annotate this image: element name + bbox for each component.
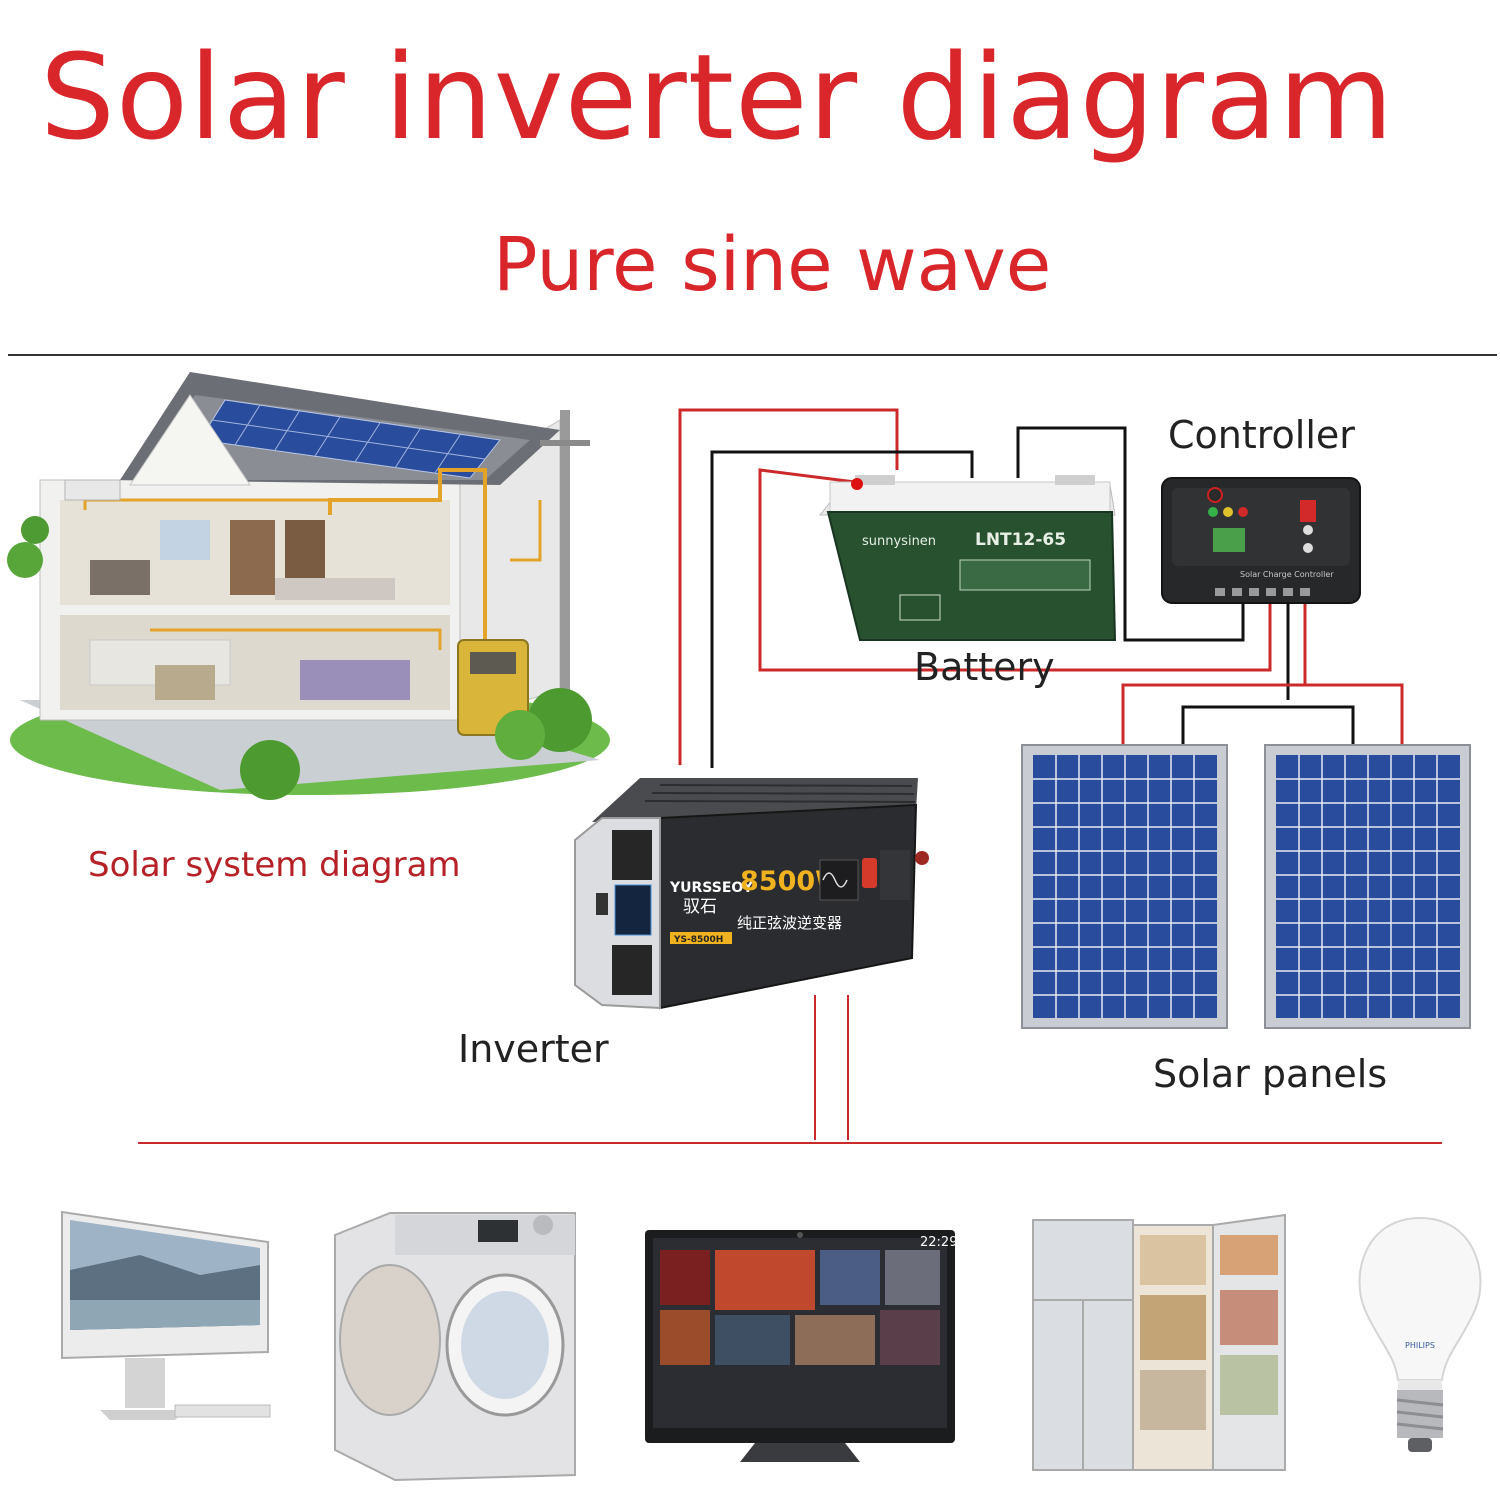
page-title: Solar inverter diagram: [40, 28, 1395, 166]
battery-label: Battery: [914, 645, 1055, 689]
monitor-illustration: [61, 1210, 271, 1420]
controller-illustration: Solar Charge Controller: [1161, 477, 1361, 604]
house-illustration: [7, 372, 610, 800]
solar-panel-right: [1264, 744, 1471, 1029]
inverter-illustration: YURSSEOY 驭石 8500W 纯正弦波逆变器 YS-8500H: [574, 778, 929, 1010]
tv-time-text: 22:29: [920, 1235, 957, 1250]
television-illustration: 22:29: [645, 1230, 957, 1462]
washing-machine-illustration: [334, 1212, 576, 1482]
inverter-model-text: YS-8500H: [673, 935, 723, 945]
page-subtitle: Pure sine wave: [493, 222, 1052, 308]
inverter-brand-cn-text: 驭石: [683, 897, 717, 917]
inverter-cn-text: 纯正弦波逆变器: [737, 914, 842, 932]
solar-panel-left: [1021, 744, 1228, 1029]
light-bulb-illustration: PHILIPS: [1358, 1216, 1482, 1452]
controller-label: Controller: [1168, 413, 1355, 457]
battery-brand-text: sunnysinen: [862, 534, 936, 549]
inverter-brand-text: YURSSEOY: [669, 880, 754, 896]
wiring: [138, 408, 1442, 1144]
house-label: Solar system diagram: [88, 845, 461, 885]
refrigerator-illustration: [1032, 1213, 1286, 1471]
inverter-label: Inverter: [458, 1027, 609, 1071]
battery-model-text: LNT12-65: [975, 530, 1066, 550]
solar-panels-label: Solar panels: [1153, 1052, 1388, 1096]
battery-illustration: sunnysinen LNT12-65: [818, 475, 1117, 641]
bulb-brand-text: PHILIPS: [1405, 1341, 1435, 1350]
controller-caption: Solar Charge Controller: [1240, 570, 1334, 579]
